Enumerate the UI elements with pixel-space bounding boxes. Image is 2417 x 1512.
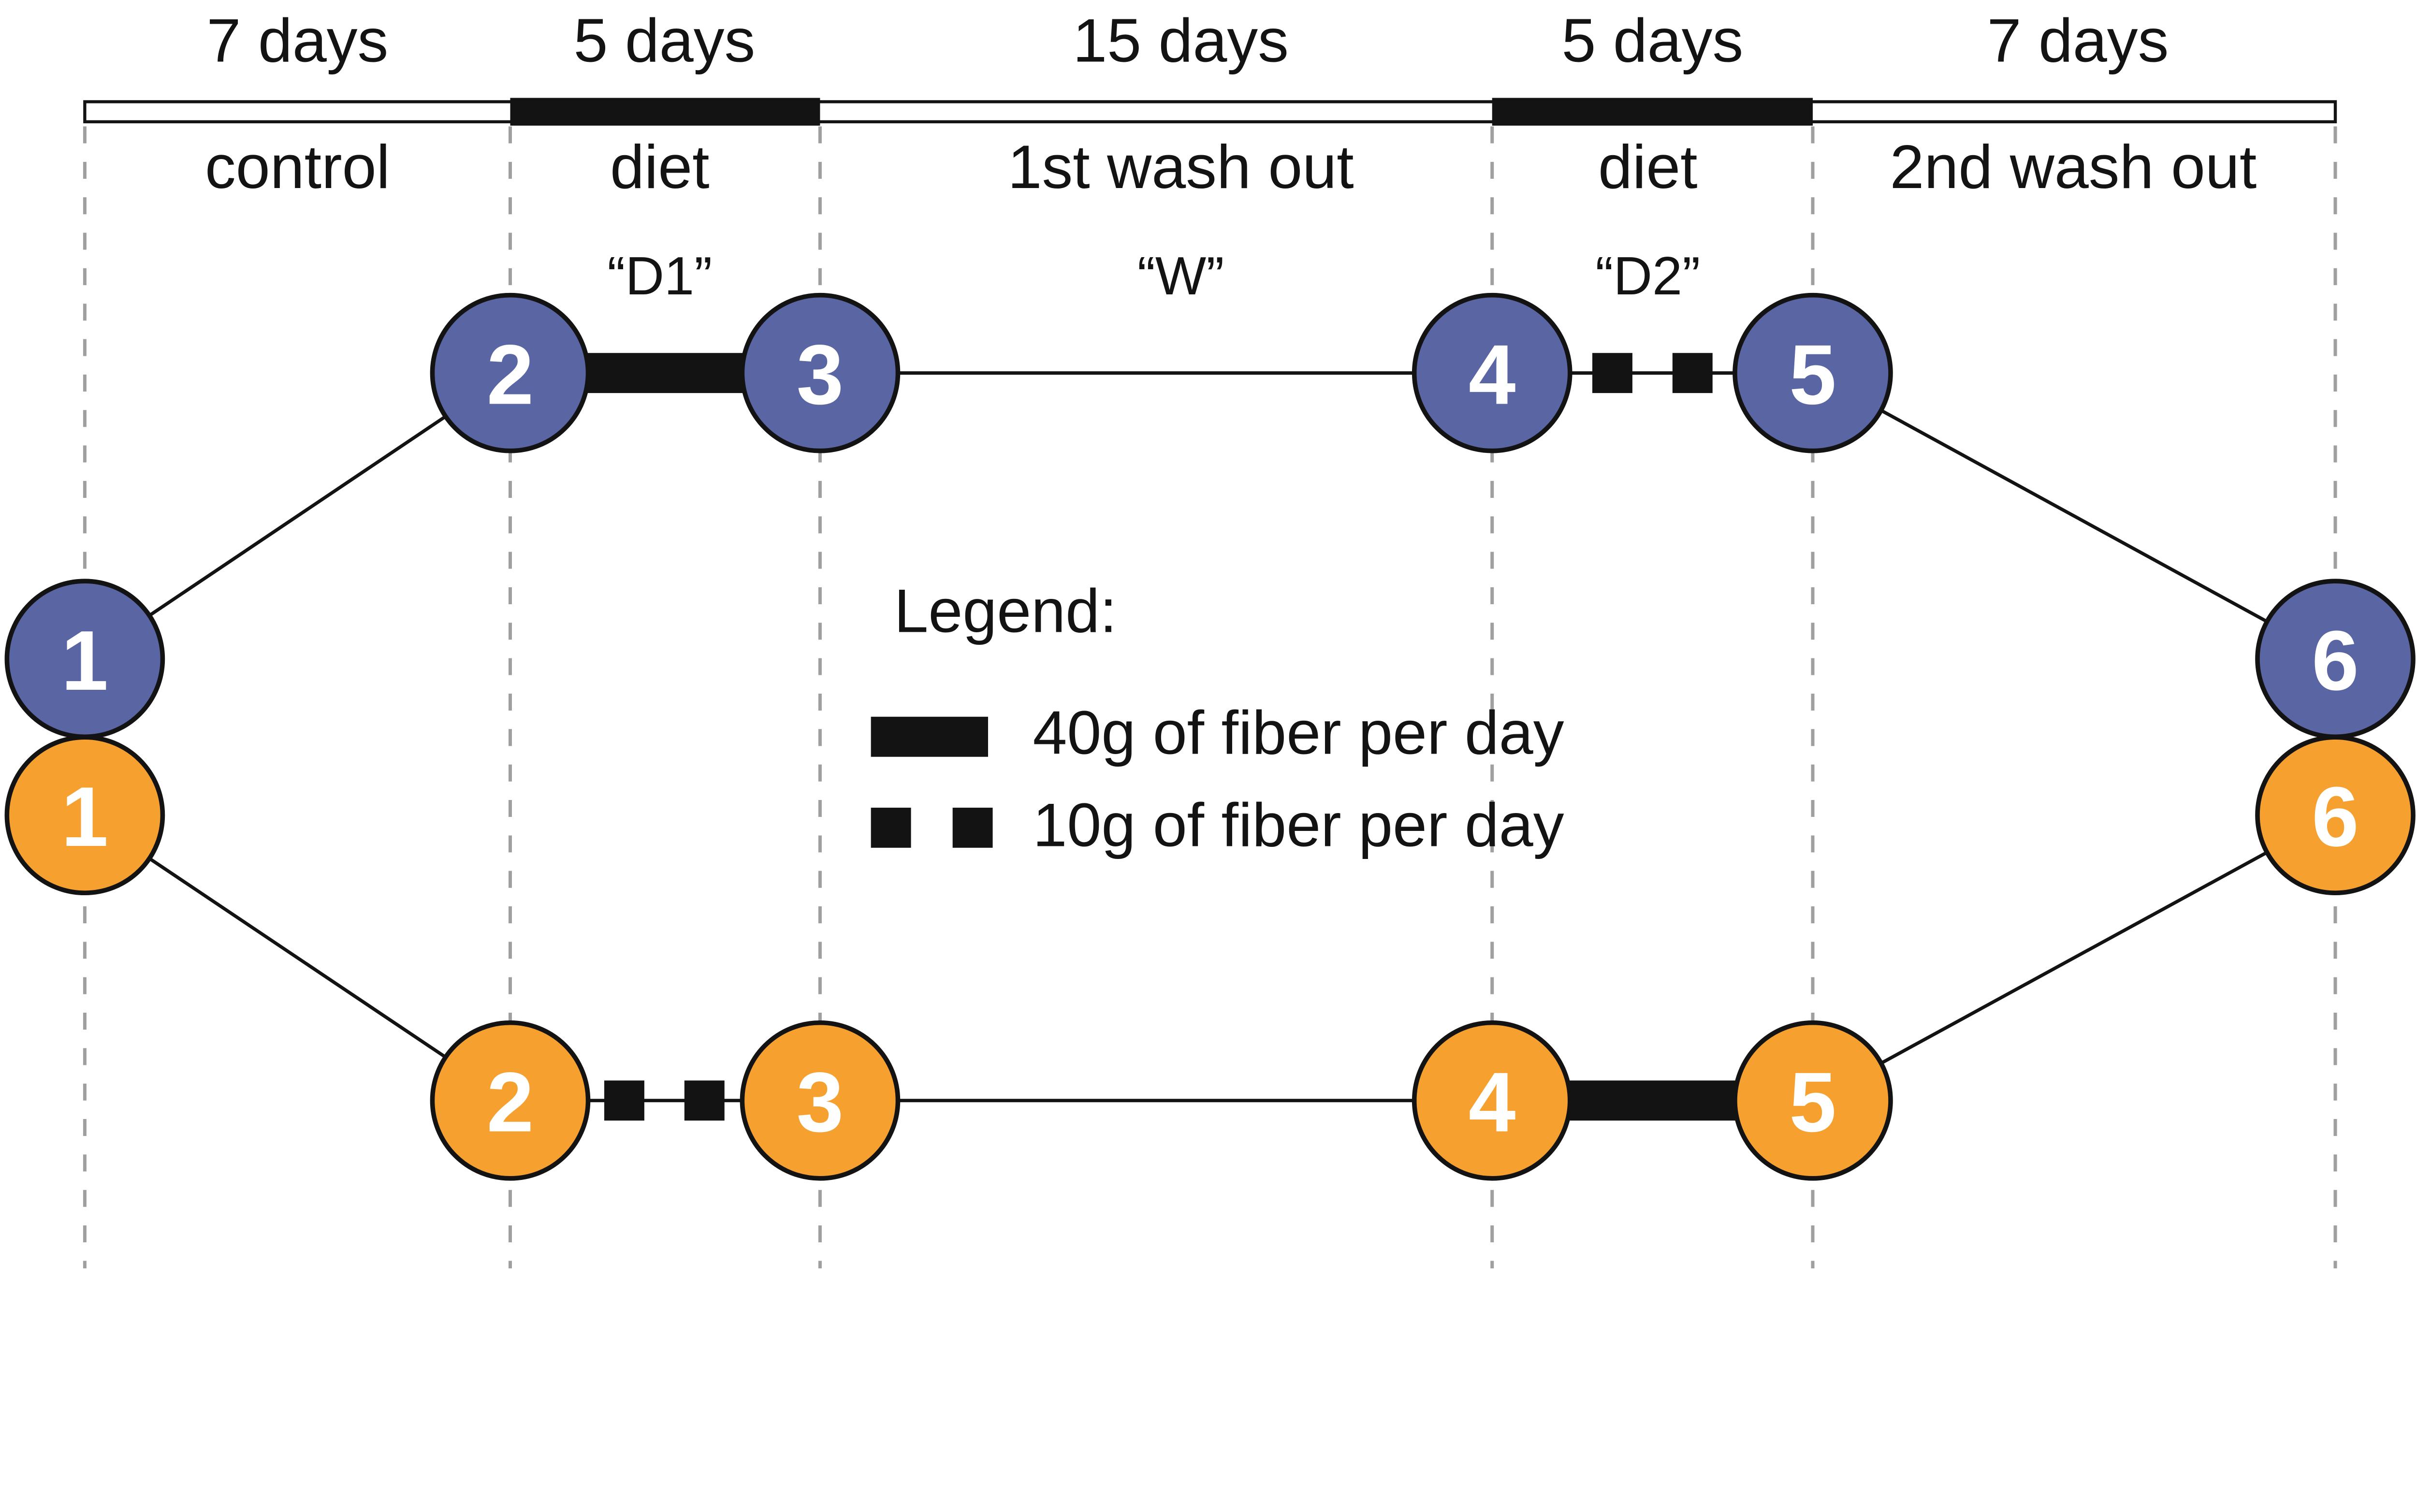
phase-labels: control diet 1st wash out diet 2nd wash … (205, 133, 2257, 202)
two-squares-icon (871, 807, 911, 848)
legend-title: Legend: (894, 577, 1117, 645)
blue-node-5-circle (1733, 292, 1893, 453)
phase-washout1: 1st wash out (1008, 133, 1354, 202)
blue-node-4-number: 4 (1469, 327, 1516, 422)
code-d2: “D2” (1595, 246, 1700, 306)
legend: Legend: 40g of fiber per day 10g of fibe… (871, 577, 1564, 860)
duration-control: 7 days (207, 7, 389, 75)
orange-node-2-number: 2 (487, 1055, 534, 1150)
orange-node-4-number: 4 (1469, 1055, 1516, 1150)
timeline-bar (83, 98, 2337, 126)
orange-node-6-number: 6 (2312, 770, 2359, 864)
edge-blue-1-2 (84, 371, 511, 661)
code-w: “W” (1137, 246, 1224, 306)
orange-node-1-number: 1 (61, 770, 109, 864)
duration-diet2: 5 days (1561, 7, 1743, 75)
orange-arm-edges (84, 814, 2336, 1121)
phase-diet1: diet (610, 133, 710, 202)
phase-control: control (205, 133, 390, 202)
orange-arm-nodes: 1 2 3 4 5 6 (4, 735, 2416, 1181)
phase-code-labels: “D1” “W” “D2” (607, 246, 1700, 306)
blue-node-6-number: 6 (2312, 613, 2359, 708)
diet1-bar-segment (510, 98, 820, 126)
blue-node-2-number: 2 (487, 327, 534, 422)
edge-blue-2-3-40g-bar (581, 353, 748, 393)
blue-node-2-circle (430, 292, 591, 453)
blue-node-1-number: 1 (61, 613, 109, 708)
blue-node-3-circle (740, 292, 901, 453)
edge-blue-4-5-10g-square-1 (1592, 353, 1632, 393)
edge-orange-1-2 (84, 814, 511, 1102)
orange-node-2-circle (430, 1020, 591, 1181)
orange-node-5-number: 5 (1789, 1055, 1836, 1150)
orange-node-6-circle (2255, 735, 2416, 896)
duration-washout1: 15 days (1073, 7, 1289, 75)
diet2-bar-segment (1492, 98, 1813, 126)
duration-labels: 7 days 5 days 15 days 5 days 7 days (207, 7, 2169, 75)
edge-blue-4-5-10g-square-2 (1672, 353, 1713, 393)
orange-node-5-circle (1733, 1020, 1893, 1181)
thick-bar-icon (871, 716, 989, 757)
edge-orange-2-3-10g-square-1 (604, 1080, 644, 1121)
edge-orange-4-5-40g-bar (1566, 1080, 1739, 1121)
blue-node-3-number: 3 (797, 327, 844, 422)
two-squares-icon (952, 807, 993, 848)
orange-node-4-circle (1412, 1020, 1573, 1181)
duration-diet1: 5 days (573, 7, 755, 75)
edge-orange-2-3-10g-square-2 (684, 1080, 725, 1121)
legend-label-10g: 10g of fiber per day (1033, 791, 1564, 860)
blue-node-5-number: 5 (1789, 327, 1836, 422)
blue-arm-nodes: 1 2 3 4 5 6 (4, 292, 2416, 740)
study-design-diagram: 7 days 5 days 15 days 5 days 7 days cont… (4, 7, 2416, 1269)
phase-washout2: 2nd wash out (1890, 133, 2257, 202)
orange-node-3-circle (740, 1020, 901, 1181)
orange-node-1-circle (4, 735, 165, 896)
edge-blue-5-6 (1812, 371, 2336, 661)
blue-node-4-circle (1412, 292, 1573, 453)
code-d1: “D1” (607, 246, 712, 306)
duration-washout2: 7 days (1987, 7, 2169, 75)
phase-diet2: diet (1598, 133, 1698, 202)
timeline-outline (83, 100, 2337, 124)
orange-node-3-number: 3 (797, 1055, 844, 1150)
blue-arm-edges (84, 353, 2336, 661)
legend-label-40g: 40g of fiber per day (1033, 698, 1564, 767)
edge-orange-5-6 (1812, 814, 2336, 1102)
